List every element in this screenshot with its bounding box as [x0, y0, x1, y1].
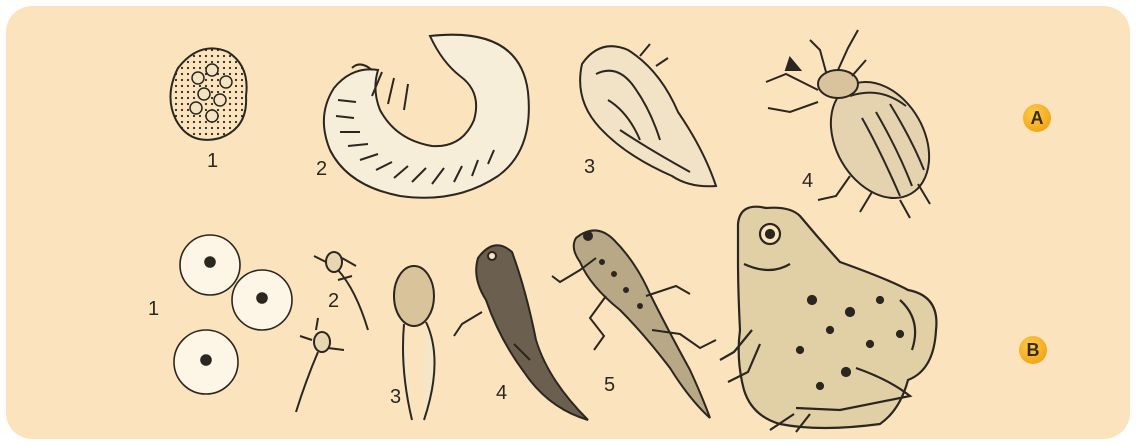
row-a-badge: A [1023, 104, 1051, 132]
pupa-icon [580, 44, 716, 186]
grub-larva-icon [324, 35, 529, 198]
row-b-badge: B [1019, 336, 1047, 364]
row-b-stage-4-label: 4 [496, 382, 507, 405]
froglet-icon [552, 230, 716, 418]
row-b-stage-2-label: 2 [328, 290, 339, 313]
row-a-stage-4-label: 4 [802, 170, 813, 193]
adult-frog-icon [720, 207, 936, 432]
egg-cluster-icon [170, 48, 246, 139]
beetle-icon [766, 30, 949, 218]
frog-eggs-icon [174, 235, 292, 394]
row-a-stage-2-label: 2 [316, 158, 327, 181]
row-b-stage-1-label: 1 [148, 298, 159, 321]
row-a-stage-3-label: 3 [584, 156, 595, 179]
hatchling-tadpole-icon [296, 252, 368, 412]
row-a-stage-1-label: 1 [207, 150, 218, 173]
tadpole-with-legs-icon [454, 245, 588, 420]
row-b-stage-3-label: 3 [390, 386, 401, 409]
row-b-stage-5-label: 5 [604, 374, 615, 397]
